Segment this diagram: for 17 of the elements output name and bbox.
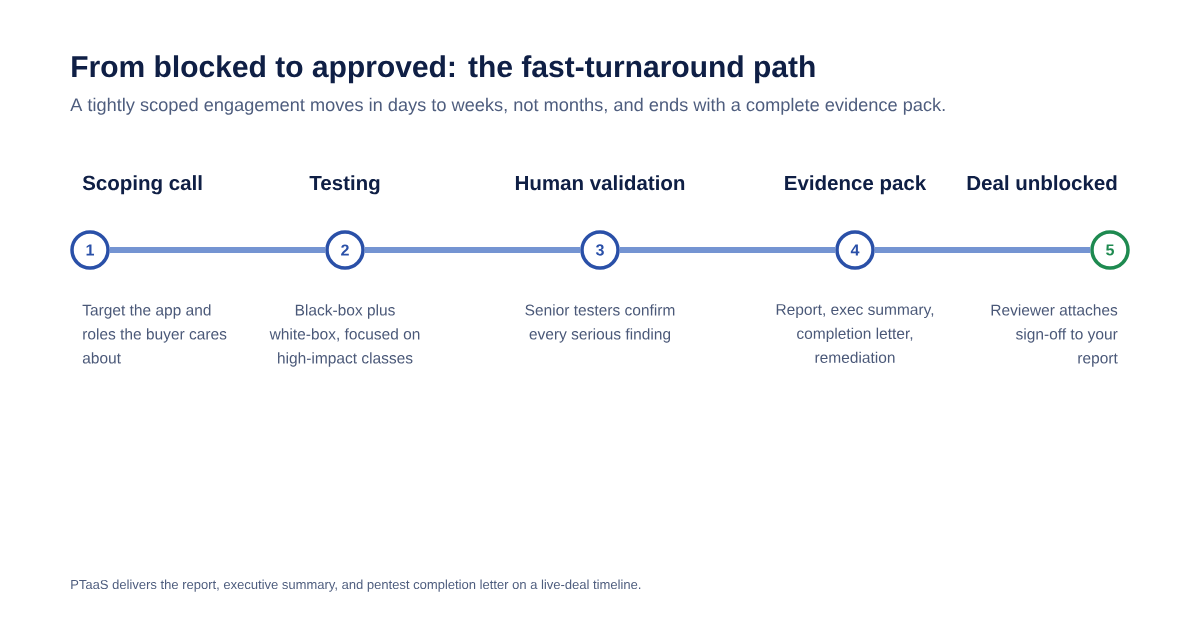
connector-line	[619, 247, 836, 253]
step-heading: Evidence pack	[785, 175, 927, 195]
step-description: Report, exec summary, completion letter, remediation	[776, 304, 934, 363]
step-heading: Human validation	[515, 175, 685, 191]
step-heading: Testing	[309, 175, 380, 195]
title: From blocked to approved: the fast-turnaround path	[72, 55, 815, 84]
step-description: Target the app and roles the buyer cares about	[82, 304, 227, 364]
step-heading: Scoping call	[82, 175, 202, 195]
connector-line	[364, 247, 581, 253]
step-description: Reviewer attaches sign-off to your report	[991, 304, 1118, 367]
step-description: Black-box plus white-box, focused on high-impact classes	[269, 304, 420, 367]
step-description: Senior testers confirm every serious finding	[525, 304, 675, 343]
subtitle: A tightly scoped engagement moves in days to weeks, not months, and ends with a complete evidence pack.	[70, 97, 945, 115]
step-heading: Deal unblocked	[967, 175, 1117, 191]
footnote: PTaaS delivers the report, executive summary, and pentest completion letter on a live-deal timeline.	[71, 579, 641, 592]
connector-line	[109, 247, 326, 253]
connector-line	[874, 247, 1091, 253]
